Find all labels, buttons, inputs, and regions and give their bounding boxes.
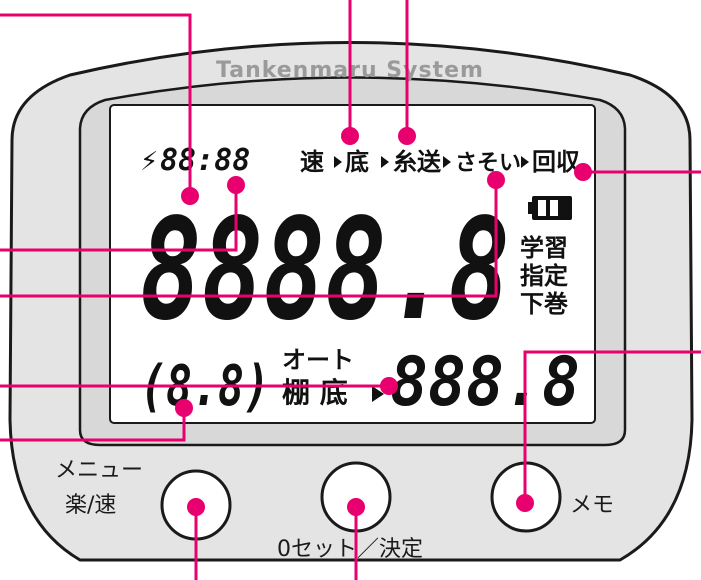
auto-label: オート [282, 346, 354, 374]
mode-line-feed: 糸送 [393, 148, 442, 176]
mode-bottom: 底 [345, 148, 369, 176]
lightning-icon: ⚡ [140, 147, 158, 177]
callout-dots [175, 127, 592, 516]
mode-retrieve: 回収 [532, 148, 581, 176]
side-label-rewind: 下巻 [520, 290, 568, 318]
mode-speed: 速 [300, 148, 324, 176]
main-depth-readout: 8888.8 [140, 189, 510, 352]
side-label-specify: 指定 [520, 262, 568, 290]
clock-readout: 88:88 [160, 143, 250, 178]
easy-speed-label: 楽/速 [65, 493, 116, 518]
zero-set-button-label: 0セット／決定 [277, 537, 423, 562]
counter-readout: 888.8 [390, 343, 580, 422]
battery-icon [528, 196, 572, 220]
menu-button-label: メニュー [55, 458, 143, 483]
shelf-bottom-label: 棚 底 [282, 376, 348, 409]
mode-lure: さそい [455, 151, 521, 176]
counter-arrow-icon [372, 386, 384, 402]
mode-arrow-icons [334, 156, 529, 168]
side-label-learn: 学習 [520, 234, 568, 262]
memo-button-label: メモ [570, 493, 614, 518]
